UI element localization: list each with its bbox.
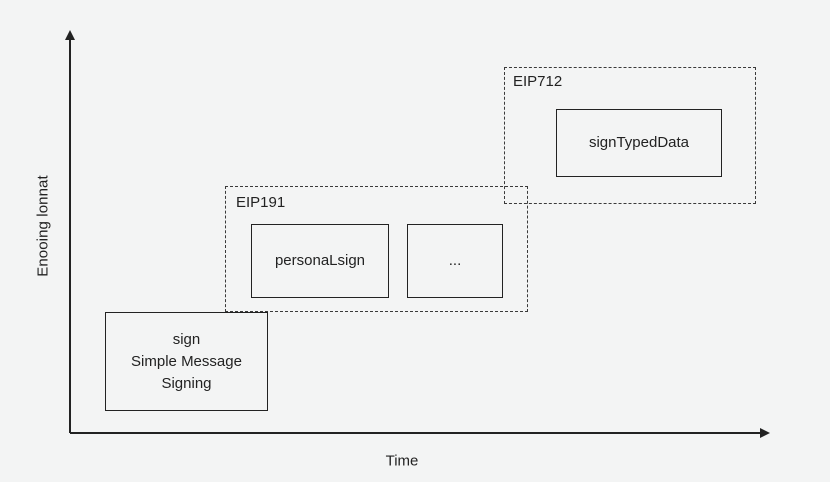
simple-message-signing-box: sign Simple Message Signing: [105, 312, 268, 411]
eip712-title: EIP712: [513, 73, 563, 90]
x-axis-label: Time: [385, 452, 419, 470]
eip191-title: EIP191: [236, 194, 286, 211]
ellipsis-box: ...: [407, 224, 503, 298]
sign-typed-data-label: signTypedData: [588, 134, 690, 151]
simple-message-line: Simple Message: [131, 352, 242, 370]
ellipsis-label: ...: [448, 252, 462, 269]
personal-sign-box: personaLsign: [251, 224, 389, 298]
sign-typed-data-box: signTypedData: [556, 109, 722, 177]
personal-sign-label: personaLsign: [274, 252, 366, 269]
sign-line: sign: [172, 330, 201, 348]
eip712-group: [504, 67, 756, 204]
signing-line: Signing: [161, 374, 212, 392]
y-axis-label: Enooing lonnat: [34, 175, 52, 277]
eip191-group: [225, 186, 528, 312]
